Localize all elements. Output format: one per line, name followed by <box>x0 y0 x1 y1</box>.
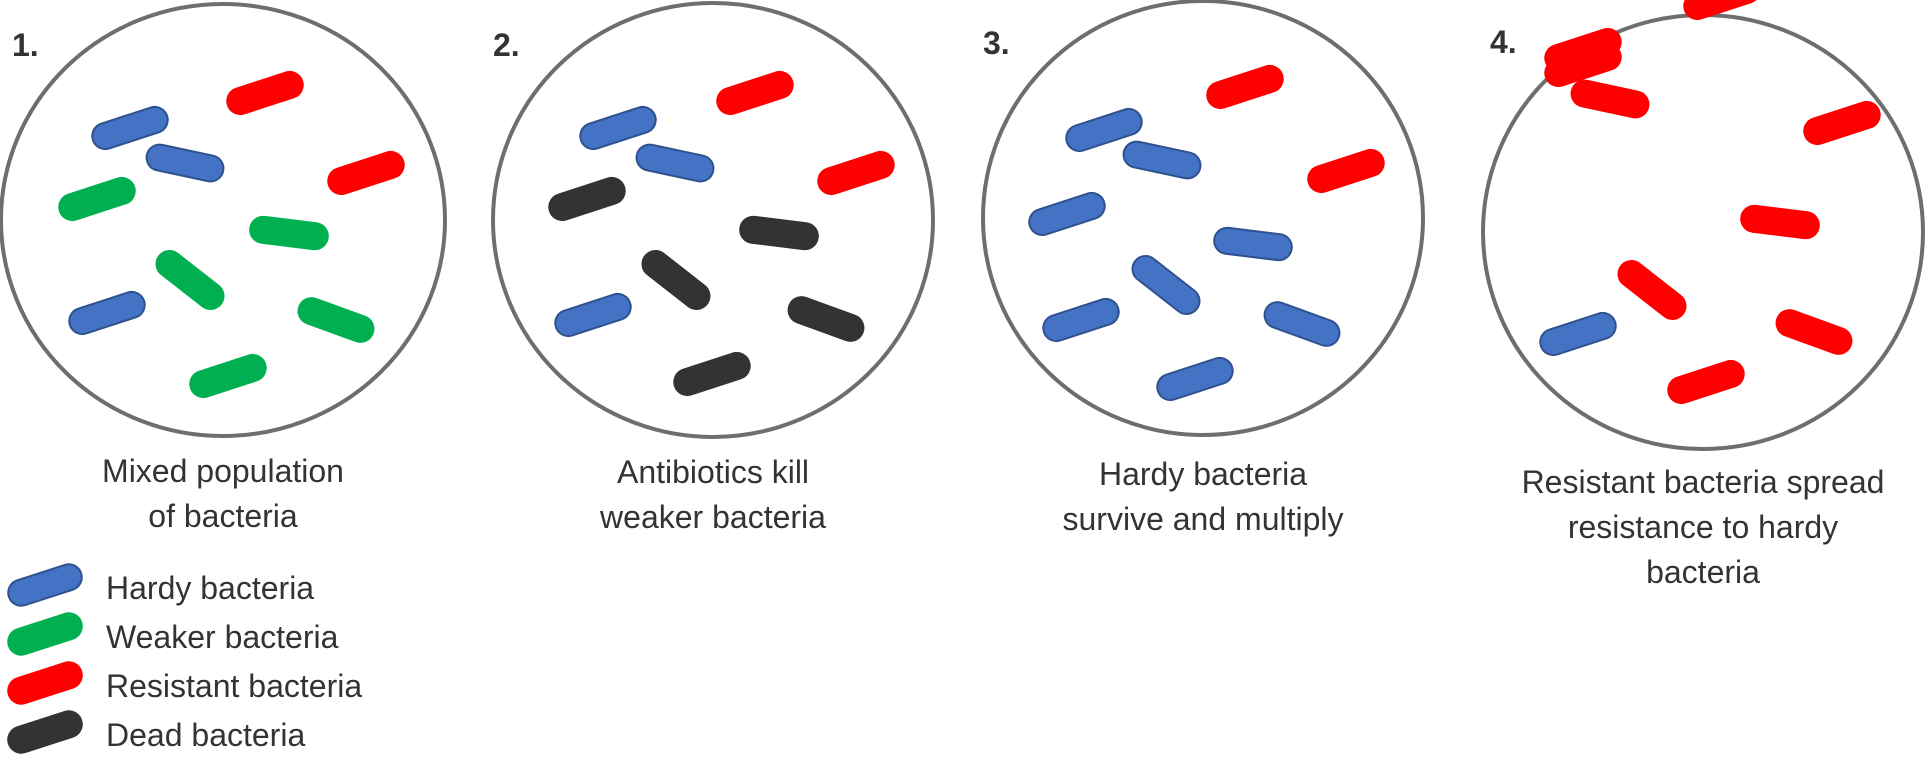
hardy-bacterium <box>1042 297 1120 343</box>
hardy-bacterium <box>145 143 225 183</box>
hardy-bacterium <box>579 105 657 151</box>
hardy-bacterium <box>1156 356 1234 402</box>
legend-swatch-weaker <box>7 612 83 656</box>
legend-swatch-hardy <box>7 563 83 607</box>
hardy-bacterium <box>91 105 169 151</box>
resistant-bacterium <box>817 150 895 196</box>
caption-line: resistance to hardy <box>1568 509 1838 545</box>
caption-line: bacteria <box>1646 554 1760 590</box>
dead-bacterium <box>548 176 626 222</box>
resistant-bacterium <box>327 150 405 196</box>
hardy-bacterium <box>554 292 632 338</box>
hardy-bacterium <box>1213 226 1293 262</box>
weaker-bacterium <box>155 249 225 311</box>
panel-4: 4. Resistant bacteria spread resistance to… <box>1481 0 1925 590</box>
hardy-bacterium <box>1131 254 1201 316</box>
caption-line: Resistant bacteria spread <box>1522 464 1885 500</box>
dead-bacterium <box>641 249 711 311</box>
panel-2: 2. Antibiotics kill weaker bacteria <box>491 1 935 535</box>
panel-1: 1. Mixed population of bacteria <box>0 2 447 534</box>
weaker-bacterium <box>297 297 375 343</box>
weaker-bacterium <box>58 176 136 222</box>
caption-line: Antibiotics kill <box>617 454 809 490</box>
caption-line: of bacteria <box>148 498 298 534</box>
step-number: 1. <box>12 27 39 63</box>
caption-line: survive and multiply <box>1063 501 1344 537</box>
dead-bacterium <box>673 351 751 397</box>
step-number: 4. <box>1490 24 1517 60</box>
hardy-bacterium <box>635 143 715 183</box>
weaker-bacterium <box>189 353 267 399</box>
resistant-bacterium <box>1206 64 1284 110</box>
resistant-bacterium <box>226 70 304 116</box>
hardy-bacterium <box>1539 311 1617 357</box>
hardy-bacterium <box>1263 301 1341 347</box>
resistant-bacterium <box>1570 79 1650 119</box>
legend-label-hardy: Hardy bacteria <box>106 570 314 606</box>
caption-line: weaker bacteria <box>599 499 826 535</box>
hardy-bacterium <box>1028 191 1106 237</box>
resistant-bacterium <box>1617 259 1687 321</box>
legend-swatch-resistant <box>7 661 83 705</box>
resistant-bacterium <box>1740 204 1820 240</box>
resistant-bacterium <box>716 70 794 116</box>
caption-line: Hardy bacteria <box>1099 456 1307 492</box>
weaker-bacterium <box>249 215 329 251</box>
legend-label-resistant: Resistant bacteria <box>106 668 362 704</box>
resistant-bacterium <box>1544 42 1622 88</box>
resistant-bacterium <box>1803 100 1881 146</box>
legend-label-dead: Dead bacteria <box>106 717 305 753</box>
resistant-bacterium <box>1683 0 1761 21</box>
hardy-bacterium <box>1065 107 1143 153</box>
dead-bacterium <box>787 296 865 342</box>
panel-3: 3. Hardy bacteria survive and multiply <box>981 0 1425 537</box>
caption-line: Mixed population <box>102 453 344 489</box>
resistant-bacterium <box>1307 148 1385 194</box>
resistant-bacterium <box>1775 309 1853 355</box>
legend-label-weaker: Weaker bacteria <box>106 619 339 655</box>
resistant-bacterium <box>1667 359 1745 405</box>
hardy-bacterium <box>1122 140 1202 180</box>
legend-swatch-dead <box>7 710 83 754</box>
dead-bacterium <box>739 215 819 251</box>
step-number: 3. <box>983 25 1010 61</box>
step-number: 2. <box>493 27 520 63</box>
hardy-bacterium <box>68 290 146 336</box>
